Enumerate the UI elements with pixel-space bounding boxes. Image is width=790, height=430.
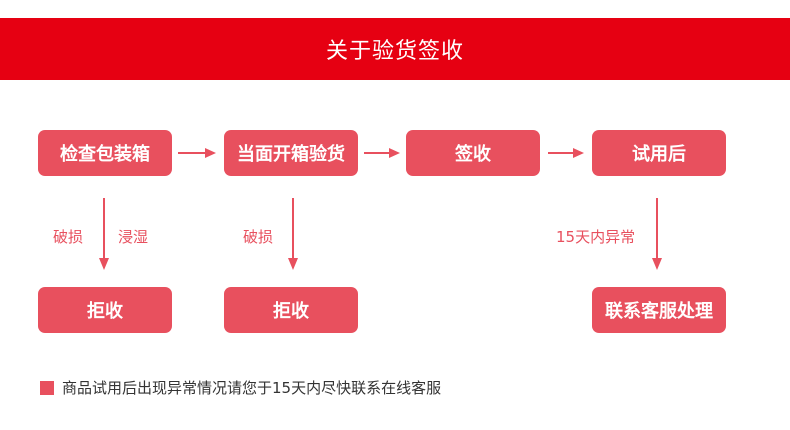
arrow-right-icon-head <box>205 148 216 158</box>
label-15-day-abnormal: 15天内异常 <box>556 228 636 246</box>
step-sign: 签收 <box>406 130 540 176</box>
label-damaged-2: 破损 <box>243 228 274 246</box>
arrow-down-icon-head <box>288 258 298 270</box>
label-wet: 浸湿 <box>118 228 149 246</box>
outcome-contact-service: 联系客服处理 <box>592 287 726 333</box>
step-open-inspect: 当面开箱验货 <box>224 130 358 176</box>
arrow-down-icon-head <box>99 258 109 270</box>
step-check-package: 检查包装箱 <box>38 130 172 176</box>
footer-note: 商品试用后出现异常情况请您于15天内尽快联系在线客服 <box>62 379 442 397</box>
arrow-right-icon-head <box>573 148 584 158</box>
arrow-down-icon-head <box>652 258 662 270</box>
page-title: 关于验货签收 <box>325 39 464 64</box>
outcome-reject-1: 拒收 <box>38 287 172 333</box>
step-after-trial: 试用后 <box>592 130 726 176</box>
header-banner: 关于验货签收 <box>0 18 790 80</box>
arrow-right-icon-head <box>389 148 400 158</box>
outcome-reject-2: 拒收 <box>224 287 358 333</box>
label-damaged-1: 破损 <box>53 228 84 246</box>
bullet-square-icon <box>40 381 54 395</box>
